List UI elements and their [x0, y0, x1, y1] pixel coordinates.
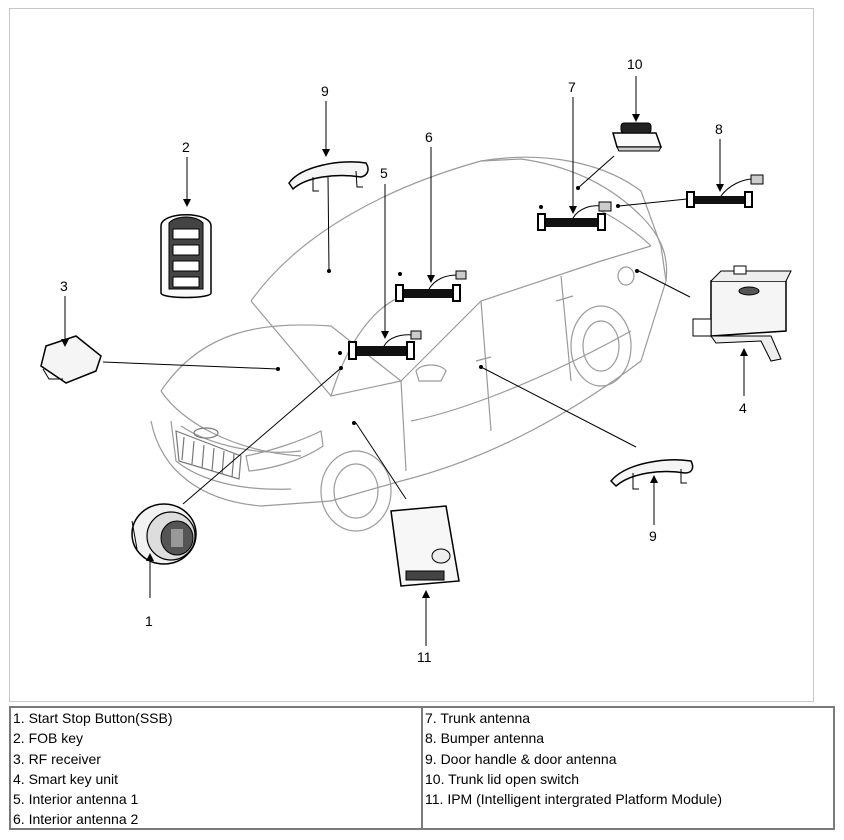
callout-3: 3: [60, 278, 68, 294]
bumper-antenna-illustration: [686, 174, 764, 208]
door-handle-lower-illustration: [609, 459, 694, 490]
legend-item: 3. RF receiver: [13, 750, 101, 767]
legend-column-left: 1. Start Stop Button(SSB) 2. FOB key 3. …: [11, 708, 423, 828]
legend-item: 10. Trunk lid open switch: [425, 770, 580, 787]
car-illustration: [150, 156, 668, 532]
trunk-lid-switch-illustration: [612, 122, 663, 152]
callout-7: 7: [568, 79, 576, 95]
trunk-antenna-illustration: [537, 201, 612, 231]
legend-item: 8. Bumper antenna: [425, 730, 545, 747]
legend-table: 1. Start Stop Button(SSB) 2. FOB key 3. …: [9, 706, 835, 830]
legend-item: 6. Interior antenna 2: [13, 811, 139, 828]
legend-item: 11. IPM (Intelligent intergrated Platfor…: [425, 791, 722, 808]
callout-11: 11: [417, 649, 432, 665]
callout-2: 2: [182, 139, 190, 155]
fob-key-illustration: [160, 214, 212, 299]
callout-10: 10: [627, 56, 643, 72]
legend-item: 9. Door handle & door antenna: [425, 750, 617, 767]
smart-key-unit-illustration: [692, 265, 792, 362]
legend-item: 7. Trunk antenna: [425, 710, 531, 726]
door-handle-upper-illustration: [288, 161, 369, 192]
interior-antenna-2-illustration: [395, 270, 467, 302]
callout-9-upper: 9: [321, 83, 329, 99]
legend-item: 5. Interior antenna 1: [13, 791, 139, 808]
diagram-canvas: 2 3 1 4 5 6 7 8 9 9 10 11: [40, 56, 792, 665]
component-location-diagram: 2 3 1 4 5 6 7 8 9 9 10 11: [9, 8, 814, 702]
interior-antenna-1-illustration: [348, 330, 422, 360]
callout-5: 5: [380, 165, 388, 181]
ipm-illustration: [390, 505, 460, 587]
rf-receiver-illustration: [40, 335, 102, 384]
legend-item: 2. FOB key: [13, 730, 84, 747]
callout-labels: 2 3 1 4 5 6 7 8 9 9 10 11: [60, 56, 747, 665]
legend-item: [423, 809, 833, 829]
callout-9-lower: 9: [649, 528, 657, 544]
legend-item: 1. Start Stop Button(SSB): [13, 710, 173, 726]
callout-1: 1: [145, 613, 153, 629]
start-stop-button-illustration: [131, 503, 197, 565]
legend-column-right: 7. Trunk antenna 8. Bumper antenna 9. Do…: [423, 708, 833, 828]
callout-8: 8: [715, 121, 723, 137]
legend-item: 4. Smart key unit: [13, 770, 119, 787]
callout-6: 6: [425, 129, 433, 145]
callout-4: 4: [739, 400, 747, 416]
leader-lines: [61, 76, 748, 646]
locator-dots: [276, 186, 639, 425]
